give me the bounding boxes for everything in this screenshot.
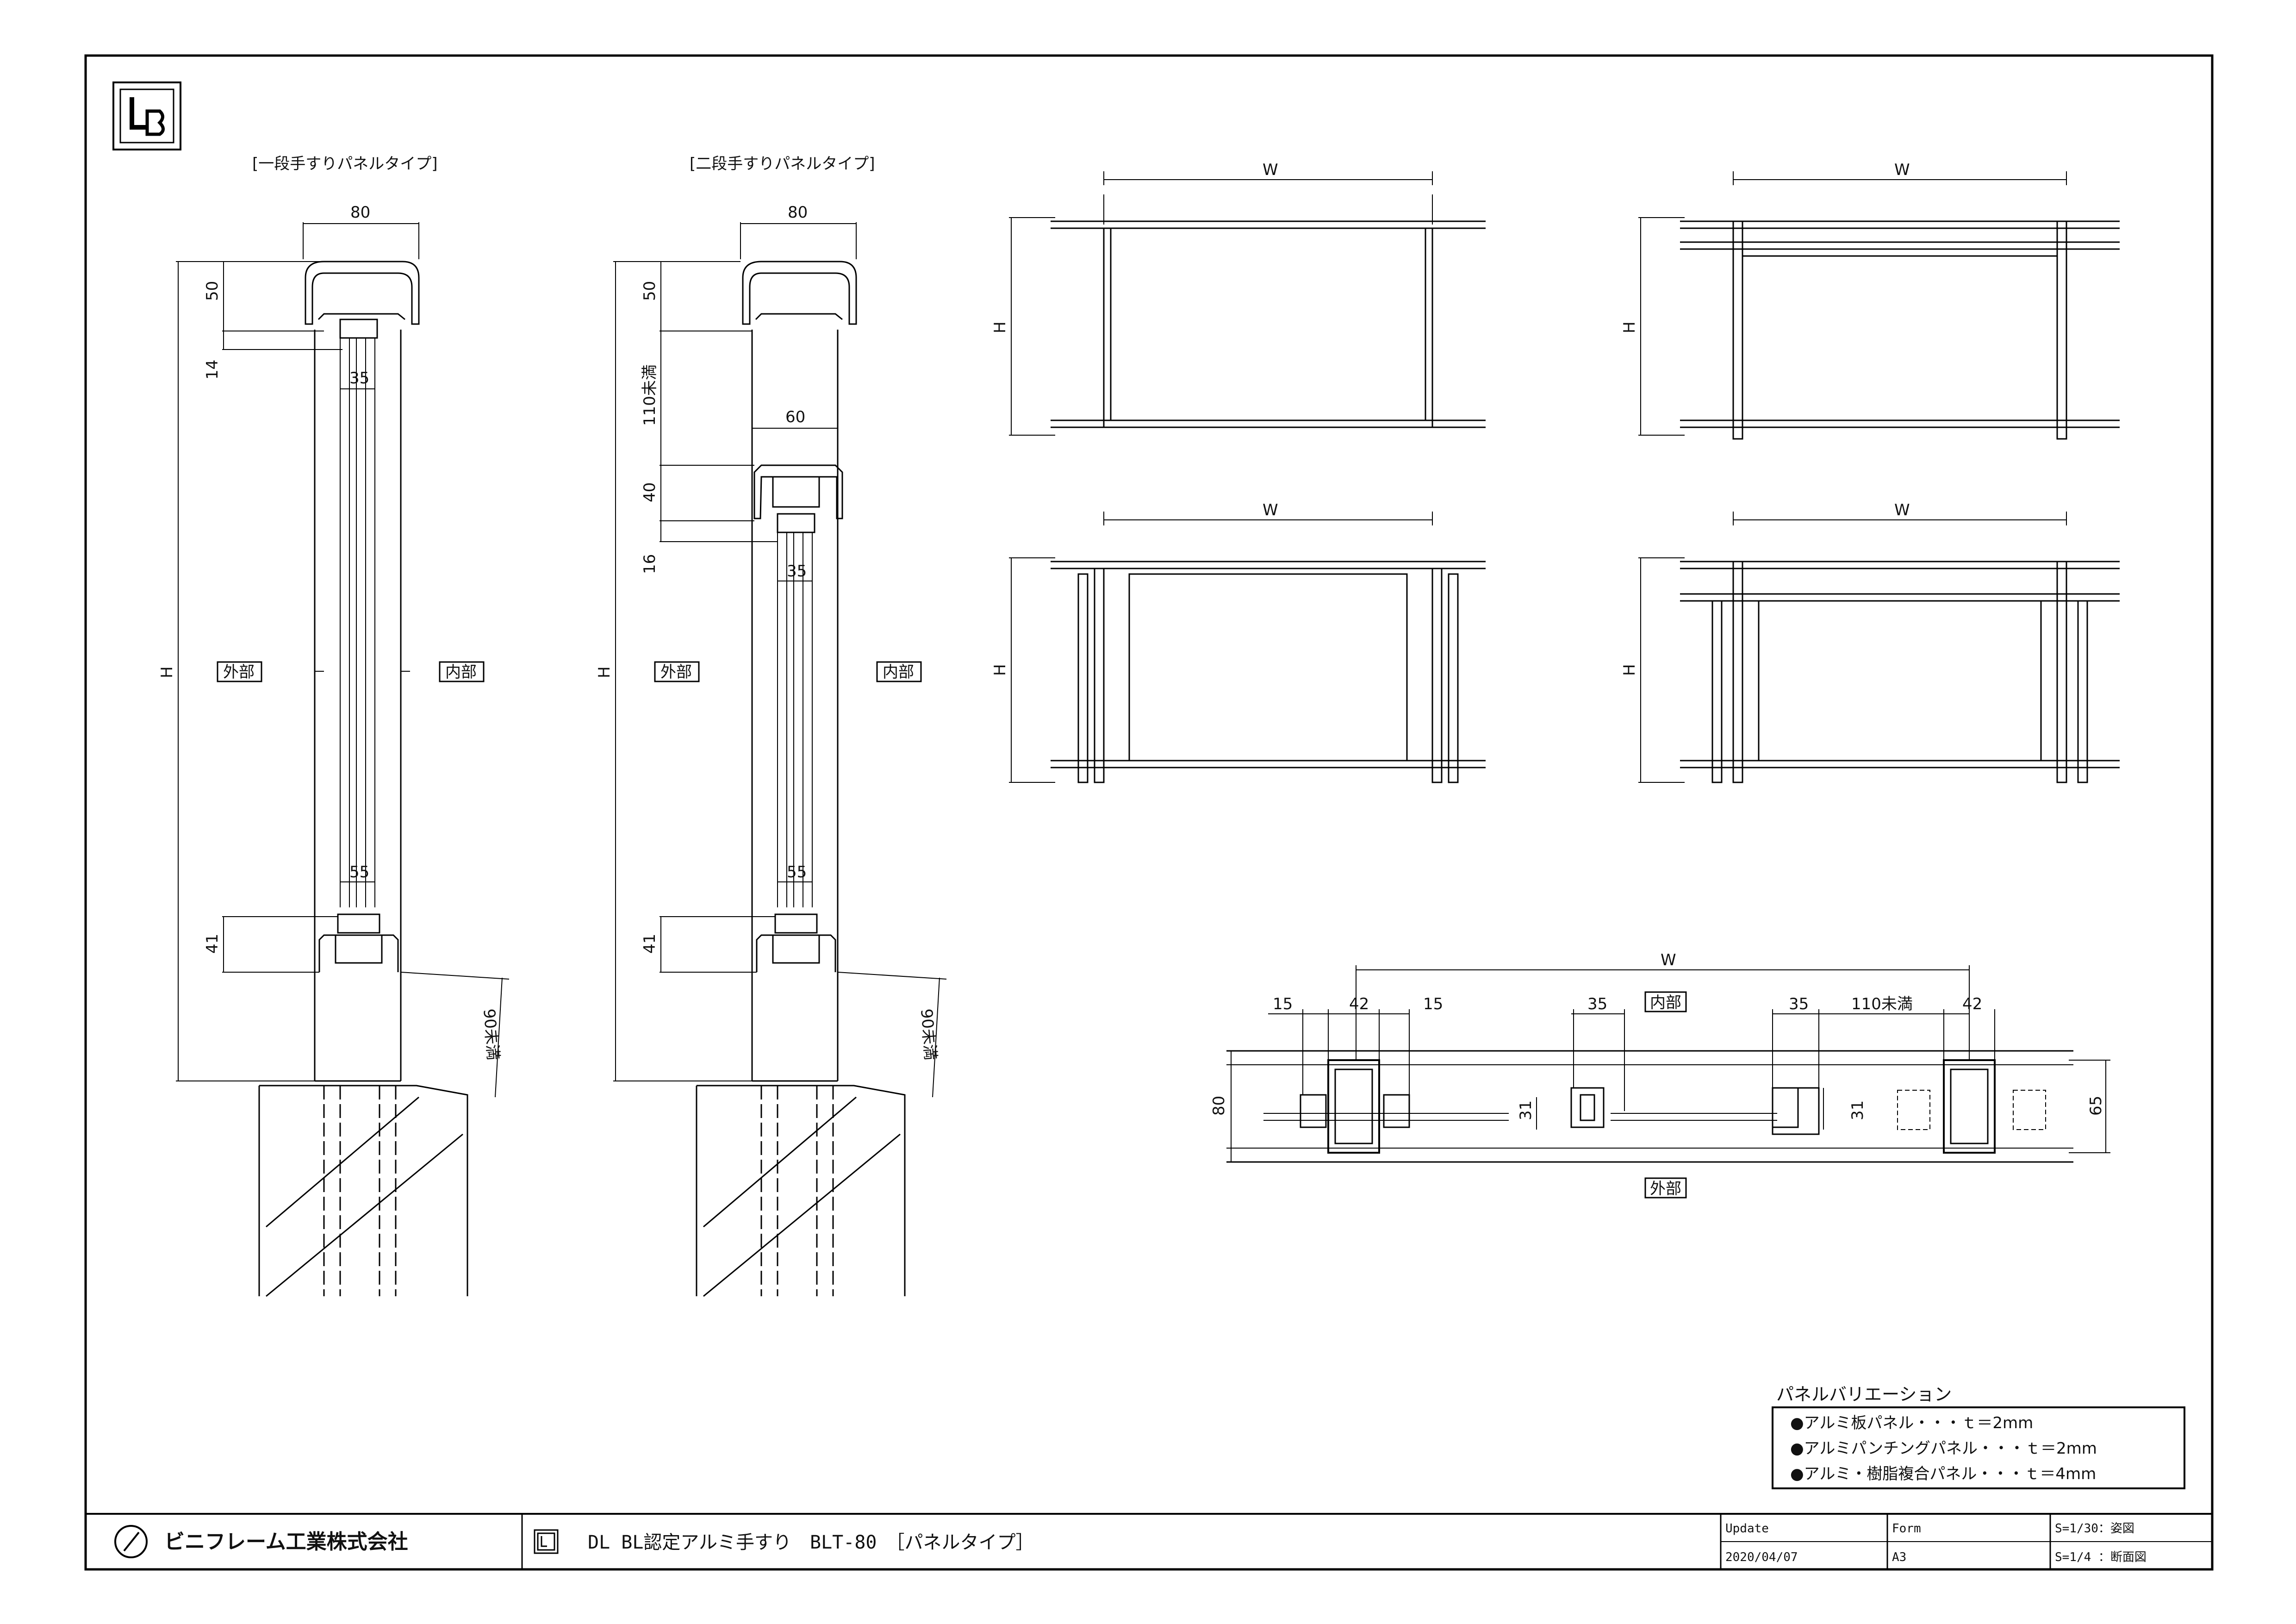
product-title: DL BL認定アルミ手すり BLT-80 ［パネルタイプ］: [588, 1532, 1034, 1553]
dim-35-b: 35: [1789, 995, 1809, 1013]
section-single-handrail: [176, 222, 510, 1297]
less90-mid: 90未満: [917, 1008, 940, 1061]
panel-variation-heading: パネルバリエーション: [1776, 1384, 1952, 1405]
dim-31-a: 31: [1517, 1100, 1535, 1120]
dim-80-plan: 80: [1210, 1096, 1228, 1116]
h-mid: H: [595, 666, 614, 678]
inside-mid: 内部: [883, 663, 914, 681]
dim-40-mid: 40: [641, 482, 659, 502]
lb-logo-icon: [112, 81, 181, 150]
scale-2: S=1/4 ：断面図: [2055, 1550, 2147, 1564]
less90-left: 90未満: [479, 1008, 503, 1061]
inside-plan: 内部: [1650, 993, 1681, 1012]
less110-plan: 110未満: [1851, 995, 1913, 1013]
sheet-border: [84, 54, 2214, 1571]
w-e1: W: [1263, 161, 1278, 179]
panel-variation-item-2: ●アルミパンチングパネル・・・ｔ＝2mm: [1790, 1439, 2097, 1458]
dim-55-mid: 55: [787, 863, 807, 881]
scale-1: S=1/30：姿図: [2055, 1522, 2134, 1536]
less110-mid: 110未満: [641, 364, 659, 426]
dim-50-mid: 50: [641, 281, 659, 301]
title-single: [一段手すりパネルタイプ]: [252, 155, 438, 173]
dim-65-plan: 65: [2087, 1096, 2105, 1116]
title-double: [二段手すりパネルタイプ]: [690, 155, 875, 173]
dim-41-mid: 41: [641, 934, 659, 954]
h-e4: H: [1620, 664, 1639, 676]
dim-35-left: 35: [349, 369, 369, 387]
dim-50-left: 50: [203, 281, 222, 301]
dim-15-b: 15: [1423, 995, 1443, 1013]
dim-42-a: 42: [1349, 995, 1369, 1013]
outside-mid: 外部: [660, 663, 692, 681]
dim-55-left: 55: [349, 863, 369, 881]
outside-plan: 外部: [1650, 1180, 1681, 1198]
dim-35-mid: 35: [787, 562, 807, 581]
w-e4: W: [1894, 501, 1910, 519]
lb-small-logo-icon: [534, 1529, 559, 1554]
dim-60-mid: 60: [785, 408, 805, 426]
update-value: 2020/04/07: [1725, 1550, 1798, 1564]
outside-left: 外部: [223, 663, 255, 681]
dim-42-b: 42: [1962, 995, 1982, 1013]
w-e2: W: [1894, 161, 1910, 179]
panel-variation-item-1: ●アルミ板パネル・・・ｔ＝2mm: [1790, 1414, 2033, 1432]
h-e3: H: [991, 664, 1009, 676]
elevation-views: [1009, 171, 2120, 783]
dim-16-mid: 16: [641, 554, 659, 574]
dim-80-left: 80: [350, 203, 370, 222]
h-e1: H: [991, 321, 1009, 333]
w-e3: W: [1263, 501, 1278, 519]
dim-80-mid: 80: [788, 203, 808, 222]
dim-41-left: 41: [203, 934, 222, 954]
h-left: H: [158, 666, 176, 678]
panel-variation-item-3: ●アルミ・樹脂複合パネル・・・ｔ＝4mm: [1790, 1465, 2096, 1483]
dim-14-left: 14: [203, 360, 222, 380]
dim-35-a: 35: [1587, 995, 1607, 1013]
dim-15-a: 15: [1273, 995, 1293, 1013]
panel-variation-box: [1772, 1406, 2185, 1489]
w-plan: W: [1661, 951, 1676, 969]
h-e2: H: [1620, 321, 1639, 333]
company-logo-icon: [114, 1525, 148, 1558]
plan-section: [1226, 965, 2110, 1199]
company-name: ビニフレーム工業株式会社: [164, 1530, 408, 1554]
form-value: A3: [1892, 1550, 1906, 1564]
update-label: Update: [1725, 1522, 1769, 1536]
form-label: Form: [1892, 1522, 1921, 1536]
dim-31-b: 31: [1848, 1100, 1867, 1120]
section-double-handrail: [613, 222, 947, 1297]
inside-left: 内部: [445, 663, 477, 681]
